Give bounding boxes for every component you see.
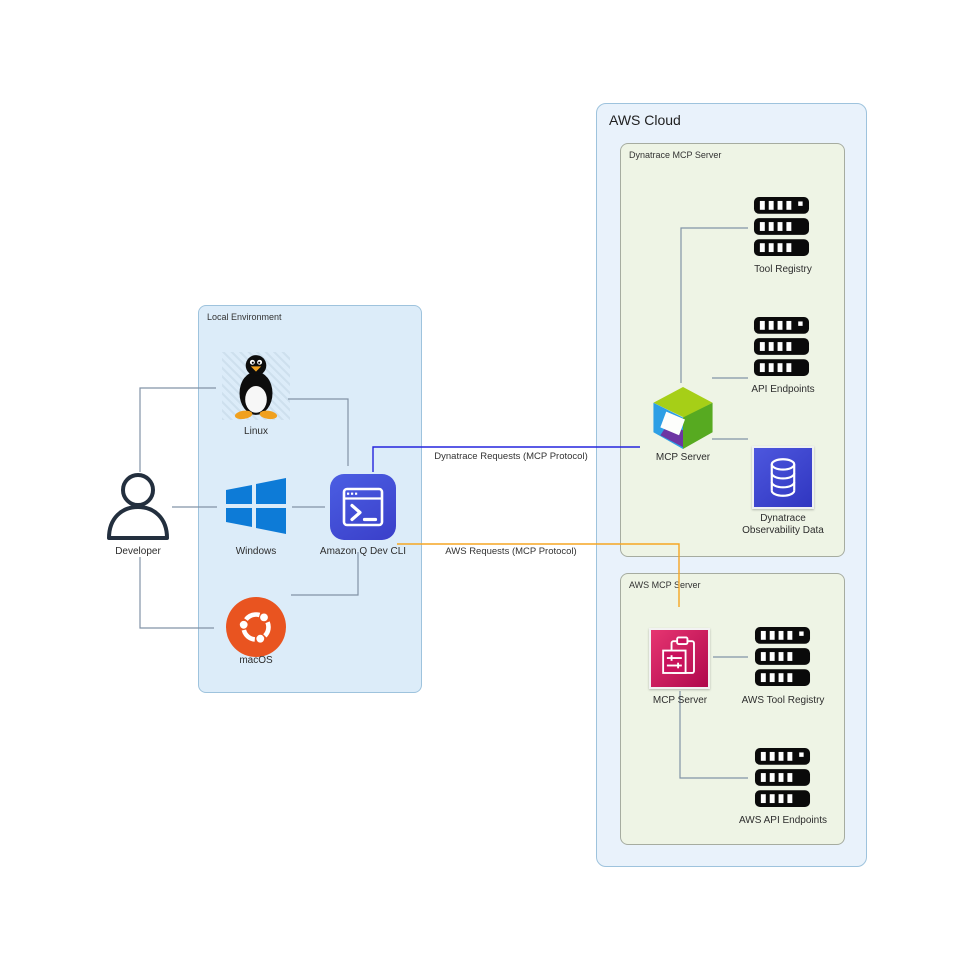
windows-icon (226, 478, 286, 534)
linux-node (222, 352, 290, 420)
aws-mcp-server-title: AWS MCP Server (629, 580, 701, 590)
aws-mcp-server-node (649, 628, 710, 689)
edge-label-aws-requests: AWS Requests (MCP Protocol) (445, 546, 577, 557)
aws-mcp-server-label: MCP Server (652, 695, 708, 706)
mcp-cube-icon (653, 386, 713, 450)
edge-qcli-to-dynatrace-mcp (372, 446, 640, 472)
edge-awsmcp-to-api-endpoints (679, 691, 748, 779)
clipboard-sliders-icon (662, 636, 695, 674)
database-icon (770, 458, 796, 497)
observability-label-line2: Observability Data (742, 524, 824, 536)
aws-tool-registry-server-rack-icon (754, 626, 811, 687)
developer-label: Developer (115, 546, 161, 557)
macos-label: macOS (239, 655, 273, 666)
amazon-q-cli-label: Amazon Q Dev CLI (319, 546, 407, 557)
edge-developer-to-linux (139, 387, 216, 472)
observability-data-label: Dynatrace Observability Data (723, 513, 843, 537)
edge-label-dynatrace-requests: Dynatrace Requests (MCP Protocol) (434, 451, 588, 462)
ubuntu-icon (239, 612, 271, 643)
linux-label: Linux (244, 426, 268, 437)
tool-registry-label: Tool Registry (754, 264, 812, 275)
linux-tux-icon (234, 355, 278, 420)
tool-registry-server-rack-icon (753, 196, 810, 257)
api-endpoints-server-rack-icon (753, 316, 810, 377)
aws-cloud-title: AWS Cloud (609, 112, 681, 128)
observability-data-node (752, 446, 814, 509)
api-endpoints-label: API Endpoints (751, 384, 815, 395)
windows-label: Windows (235, 546, 277, 557)
observability-label-line1: Dynatrace (760, 513, 806, 524)
aws-api-endpoints-server-rack-icon (754, 747, 811, 808)
edge-linux-to-qcli (288, 398, 349, 466)
amazon-q-cli-node (330, 474, 396, 540)
edge-dynmcp-to-tool-registry (680, 227, 748, 383)
aws-api-endpoints-label: AWS API Endpoints (738, 815, 827, 826)
local-environment-title: Local Environment (207, 312, 282, 322)
terminal-icon (342, 487, 384, 527)
macos-node (226, 597, 286, 657)
aws-tool-registry-label: AWS Tool Registry (741, 695, 825, 706)
developer-person-icon (107, 473, 169, 540)
edge-macos-to-qcli (291, 552, 359, 596)
edge-developer-to-macos (139, 557, 214, 629)
dynatrace-mcp-server-label: MCP Server (655, 452, 711, 463)
dynatrace-mcp-server-title: Dynatrace MCP Server (629, 150, 722, 160)
edge-qcli-to-aws-mcp (397, 543, 680, 607)
